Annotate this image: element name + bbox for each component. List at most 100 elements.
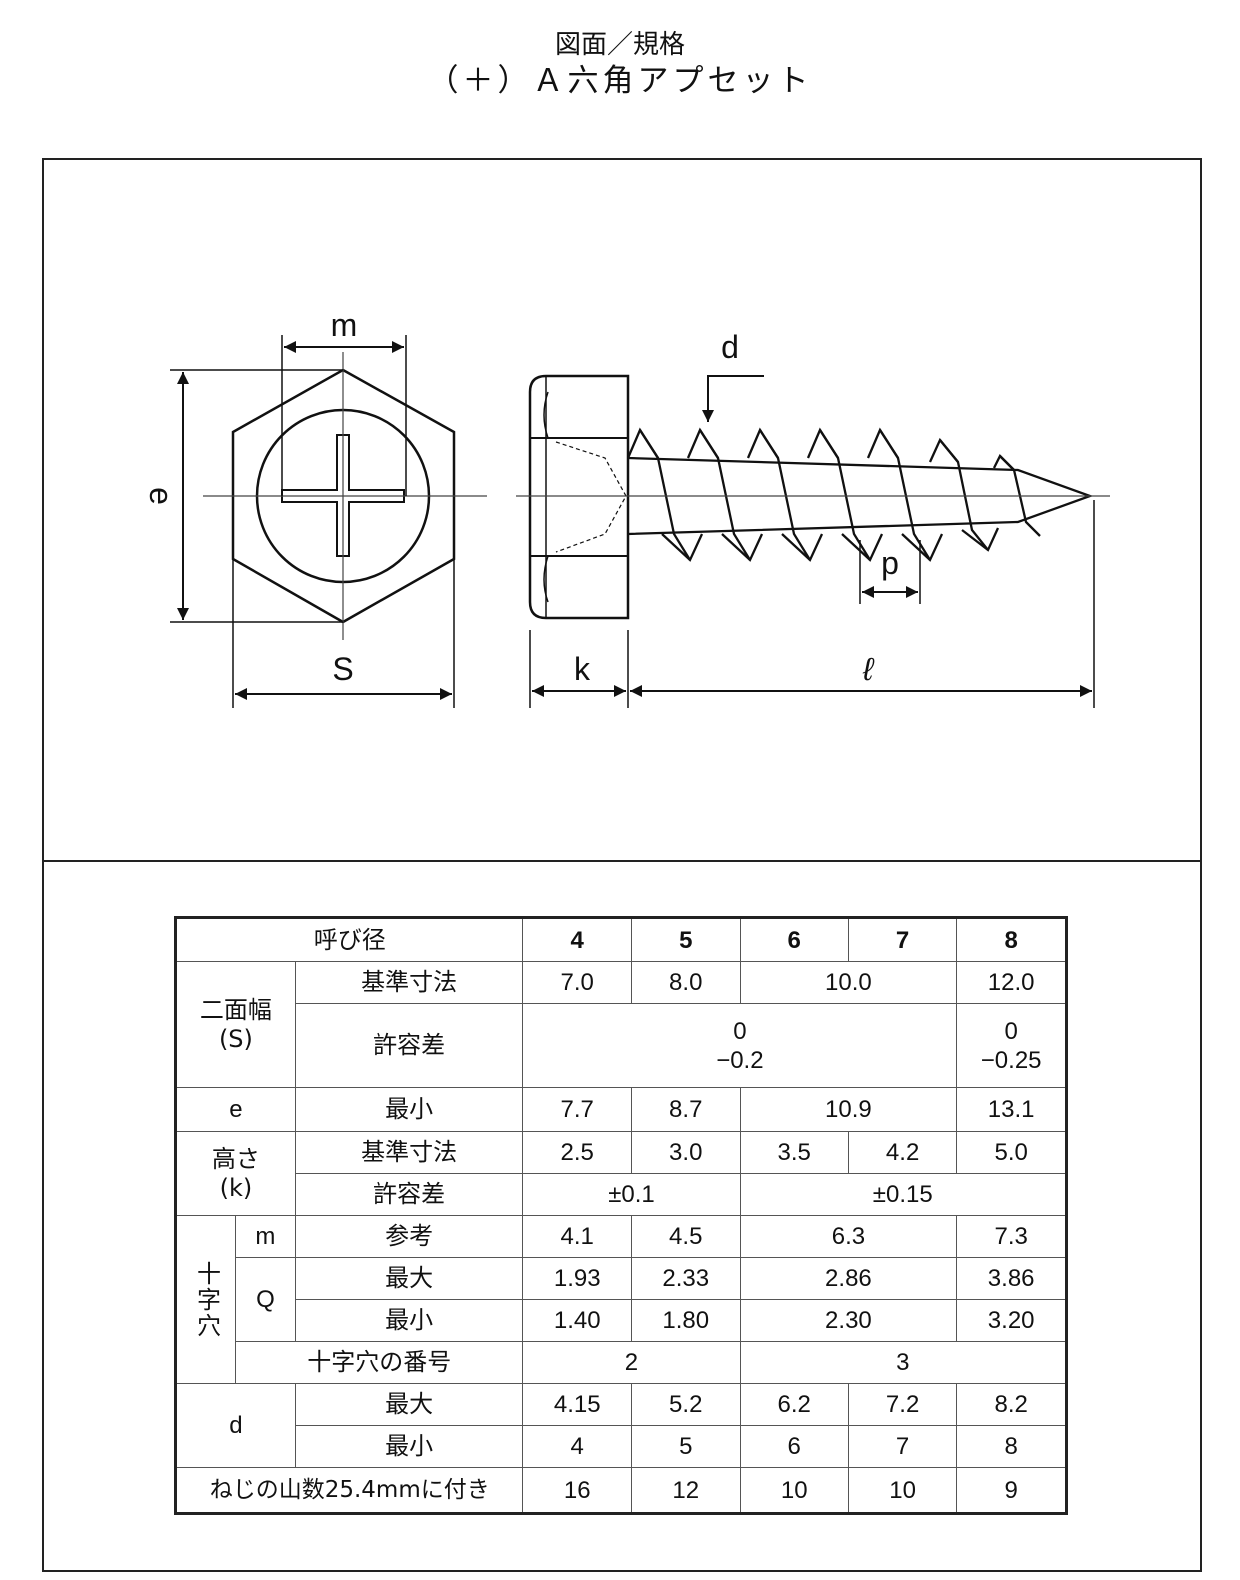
table-cell: 2.30 bbox=[739, 1299, 958, 1342]
table-cell: 8.7 bbox=[630, 1087, 741, 1132]
e-group-label: e bbox=[175, 1087, 296, 1132]
table-row: 最小 1.40 1.80 2.30 3.20 bbox=[176, 1299, 1067, 1342]
row-label: 参考 bbox=[294, 1215, 524, 1258]
table-header-row: 呼び径 4 5 6 7 8 bbox=[174, 917, 1067, 962]
table-cell: 13.1 bbox=[956, 1087, 1067, 1132]
dimension-l bbox=[630, 500, 1095, 708]
table-cell: 3.20 bbox=[956, 1299, 1067, 1342]
table-cell: 16 bbox=[522, 1467, 632, 1514]
table-row: 十字穴 m 参考 4.1 4.5 6.3 7.3 bbox=[175, 1215, 1067, 1384]
row-label: 最小 bbox=[294, 1087, 524, 1132]
table-cell: 3.86 bbox=[956, 1257, 1067, 1300]
table-cell: 10.9 bbox=[739, 1087, 958, 1132]
table-cell: 4.5 bbox=[630, 1215, 741, 1258]
dimension-k bbox=[529, 630, 629, 708]
table-cell: 4 bbox=[522, 1425, 632, 1468]
d-group-label: d bbox=[175, 1383, 296, 1468]
table-row: 許容差 ±0.1 ±0.15 bbox=[176, 1173, 1067, 1216]
table-cell: 2.33 bbox=[630, 1257, 741, 1300]
table-cell: 4.15 bbox=[522, 1383, 632, 1426]
row-label: ねじの山数25.4mmに付き bbox=[174, 1467, 524, 1514]
table-row: 高さ (k) 基準寸法 2.5 3.0 3.5 4.2 5.0 bbox=[175, 1131, 1067, 1216]
size-header: 4 bbox=[522, 917, 632, 962]
table-cell: 10 bbox=[739, 1467, 849, 1514]
table-cell: 10.0 bbox=[739, 961, 958, 1004]
table-cell: ±0.1 bbox=[522, 1173, 741, 1216]
table-cell: 2.86 bbox=[739, 1257, 958, 1300]
table-cell: 6.3 bbox=[739, 1215, 958, 1258]
label-e: e bbox=[143, 487, 179, 505]
table-cell: 1.40 bbox=[522, 1299, 632, 1342]
table-cell: 0 −0.25 bbox=[956, 1003, 1067, 1088]
table-cell: 8.2 bbox=[956, 1383, 1067, 1426]
table-cell: 4.1 bbox=[522, 1215, 632, 1258]
table-cell: ±0.15 bbox=[739, 1173, 1067, 1216]
label-l: ℓ bbox=[862, 651, 875, 687]
table-row: ねじの山数25.4mmに付き 16 12 10 10 9 bbox=[174, 1467, 1067, 1514]
size-header: 6 bbox=[739, 917, 849, 962]
product-name: （＋）Ａ六角アプセット bbox=[427, 63, 813, 99]
dimension-e bbox=[170, 369, 343, 623]
s-group-label: 二面幅 (S) bbox=[175, 961, 296, 1088]
row-label: 許容差 bbox=[294, 1003, 524, 1088]
table-row: 十字穴の番号 2 3 bbox=[176, 1341, 1067, 1384]
table-cell: 12.0 bbox=[956, 961, 1067, 1004]
dimension-s bbox=[232, 560, 455, 708]
table-cell: 5.0 bbox=[956, 1131, 1067, 1174]
table-cell: 9 bbox=[956, 1467, 1067, 1514]
table-cell: 8 bbox=[956, 1425, 1067, 1468]
technical-drawing: m e S bbox=[143, 307, 1110, 708]
k-group-label: 高さ (k) bbox=[175, 1131, 296, 1216]
label-s: S bbox=[332, 651, 353, 687]
size-header: 5 bbox=[630, 917, 741, 962]
table-cell: 7.2 bbox=[847, 1383, 958, 1426]
top-view-centerlines bbox=[203, 352, 487, 640]
table-cell: 3.5 bbox=[739, 1131, 849, 1174]
table-cell: 7.7 bbox=[522, 1087, 632, 1132]
label-m: m bbox=[331, 307, 358, 343]
row-label: 基準寸法 bbox=[294, 961, 524, 1004]
table-cell: 2 bbox=[522, 1341, 741, 1384]
label-k: k bbox=[574, 651, 591, 687]
row-label: 最小 bbox=[294, 1425, 524, 1468]
table-cell: 5.2 bbox=[630, 1383, 741, 1426]
label-p: p bbox=[881, 545, 899, 581]
spec-table: 呼び径 4 5 6 7 8 二面幅 (S) 基準寸法 7.0 8.0 10.0 … bbox=[174, 916, 1068, 1515]
table-cell: 1.93 bbox=[522, 1257, 632, 1300]
table-cell: 7.3 bbox=[956, 1215, 1067, 1258]
screw-head-side-view bbox=[528, 374, 630, 620]
row-label: 十字穴の番号 bbox=[234, 1341, 524, 1384]
table-cell: 3.0 bbox=[630, 1131, 741, 1174]
cross-group-label: 十字穴 bbox=[175, 1215, 236, 1384]
row-label: 基準寸法 bbox=[294, 1131, 524, 1174]
table-cell: 5 bbox=[630, 1425, 741, 1468]
table-cell: 6.2 bbox=[739, 1383, 849, 1426]
table-cell: 7.0 bbox=[522, 961, 632, 1004]
table-row: 二面幅 (S) 基準寸法 7.0 8.0 10.0 12.0 bbox=[175, 961, 1067, 1088]
table-row: Q 最大 1.93 2.33 2.86 3.86 bbox=[176, 1257, 1067, 1342]
row-label: 最大 bbox=[294, 1257, 524, 1300]
label-d: d bbox=[721, 329, 739, 365]
size-header: 7 bbox=[847, 917, 958, 962]
table-cell: 0 −0.2 bbox=[522, 1003, 958, 1088]
size-header: 8 bbox=[956, 917, 1067, 962]
table-cell: 8.0 bbox=[630, 961, 741, 1004]
row-label: 最大 bbox=[294, 1383, 524, 1426]
frame-divider bbox=[42, 860, 1202, 862]
drawing-frame bbox=[42, 158, 1202, 1572]
table-cell: 3 bbox=[739, 1341, 1067, 1384]
header-label: 呼び径 bbox=[174, 917, 524, 962]
table-cell: 7 bbox=[847, 1425, 958, 1468]
m-symbol: m bbox=[234, 1215, 296, 1258]
table-row: d 最大 4.15 5.2 6.2 7.2 8.2 bbox=[175, 1383, 1067, 1468]
table-cell: 2.5 bbox=[522, 1131, 632, 1174]
screw-shank bbox=[626, 427, 1094, 562]
table-cell: 10 bbox=[847, 1467, 958, 1514]
q-symbol: Q bbox=[234, 1257, 296, 1342]
table-row: 許容差 0 −0.2 0 −0.25 bbox=[176, 1003, 1067, 1088]
row-label: 許容差 bbox=[294, 1173, 524, 1216]
dimension-d bbox=[702, 375, 764, 422]
table-cell: 12 bbox=[630, 1467, 741, 1514]
table-row: e 最小 7.7 8.7 10.9 13.1 bbox=[175, 1087, 1067, 1132]
dimension-p bbox=[859, 540, 921, 604]
